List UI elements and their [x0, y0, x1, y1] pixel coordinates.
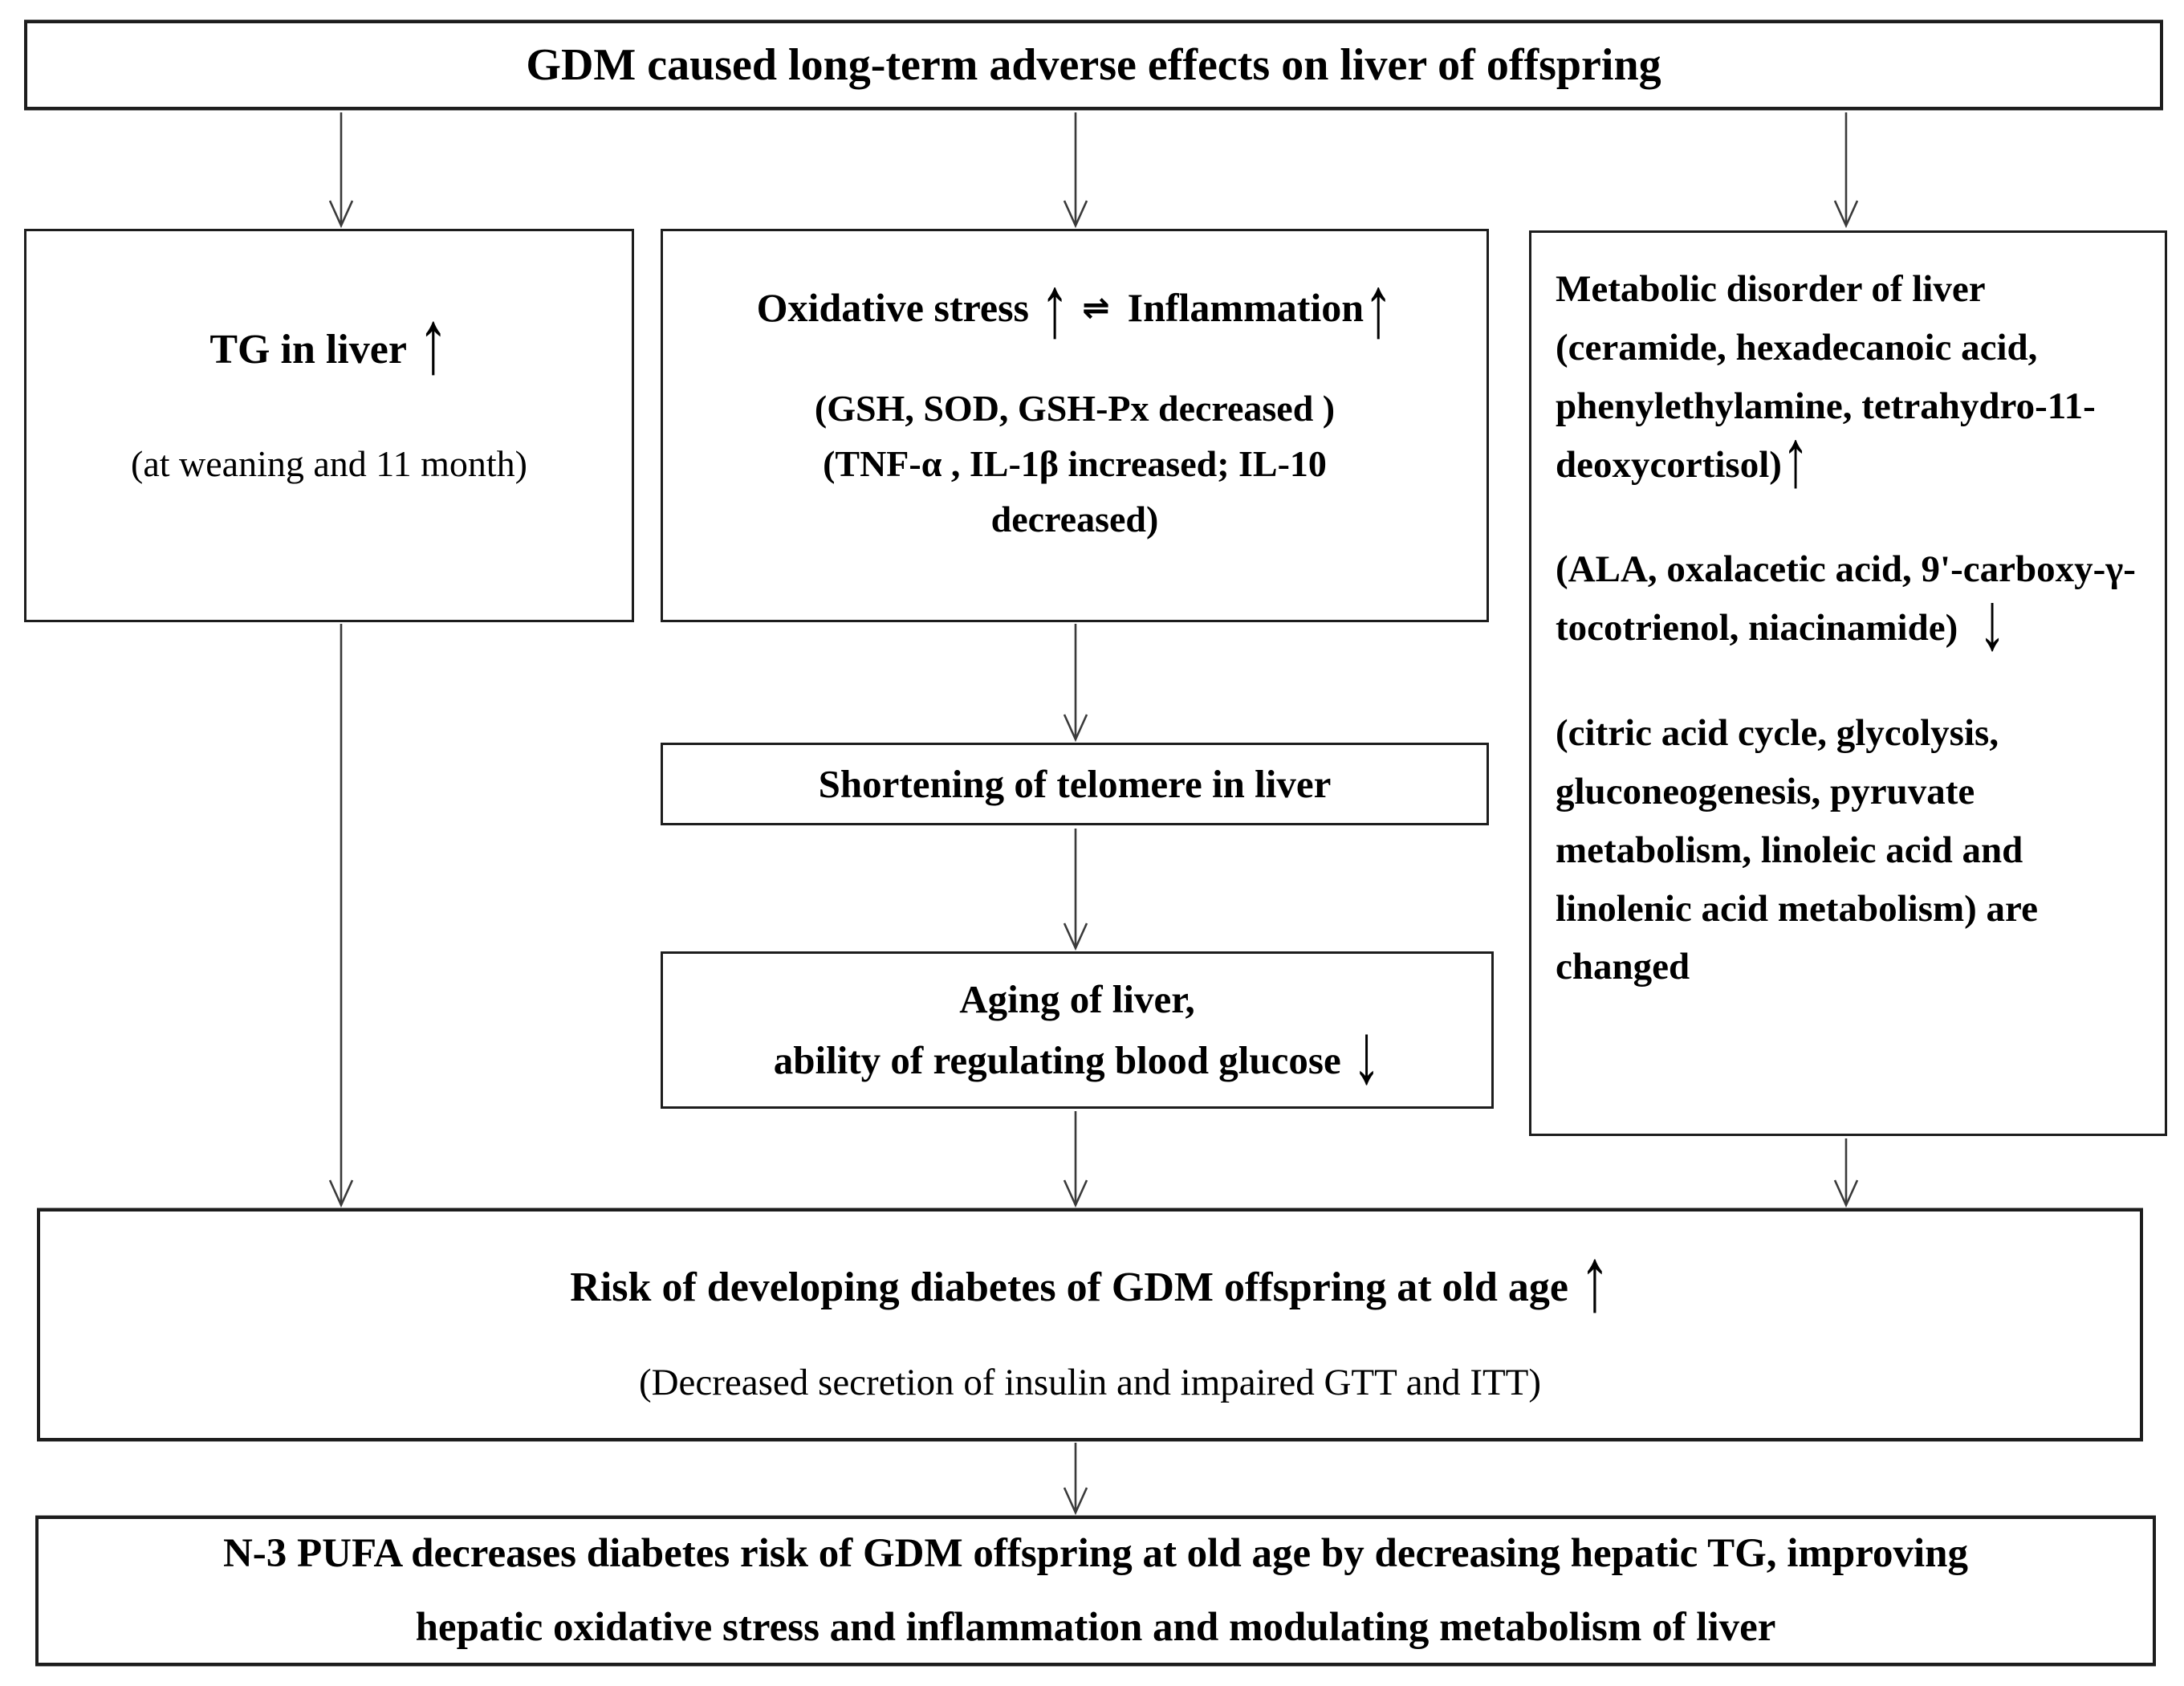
tg-liver-title-text: TG in liver [209, 327, 407, 373]
metabolic-title: Metabolic disorder of liver [1556, 268, 1986, 310]
tg-liver-title: TG in liver↑ [209, 293, 449, 393]
aging-line2-text: ability of regulating blood glucose [773, 1038, 1341, 1082]
diabetes-risk-box: Risk of developing diabetes of GDM offsp… [37, 1208, 2143, 1441]
cytokines-note: (TNF-α , IL-1β increased; IL-10 decrease… [823, 442, 1327, 540]
changed-pathways-text: (citric acid cycle, glycolysis, gluconeo… [1556, 712, 2038, 988]
inflammation-text: Inflammation [1127, 284, 1364, 330]
gdm-effects-box: GDM caused long-term adverse effects on … [24, 20, 2163, 110]
aging-line2-group: ability of regulating blood glucose↓ [773, 1008, 1381, 1102]
diabetes-risk-note: (Decreased secretion of insulin and impa… [638, 1361, 1542, 1403]
diabetes-risk-title-text: Risk of developing diabetes of GDM offsp… [570, 1264, 1568, 1310]
aging-liver-box: Aging of liver, ability of regulating bl… [661, 951, 1494, 1109]
arrow-tg-to-risk [328, 624, 354, 1208]
arrow-top-to-metabolic [1833, 112, 1859, 229]
metabolic-title-group: Metabolic disorder of liver (ceramide, h… [1556, 268, 2096, 504]
arrow-oxidative-to-telomere [1063, 624, 1088, 743]
gdm-effects-text: GDM caused long-term adverse effects on … [526, 40, 1661, 90]
arrow-top-to-oxidative [1063, 112, 1088, 229]
decreased-metabolites-group: (ALA, oxalacetic acid, 9'-carboxy-γ-toco… [1556, 548, 2136, 668]
decreased-metabolites-text: (ALA, oxalacetic acid, 9'-carboxy-γ-toco… [1556, 548, 2136, 650]
arrow-aging-to-risk [1063, 1111, 1088, 1208]
oxidative-inflammation-title: Oxidative stress↑⇌Inflammation↑ [756, 258, 1393, 356]
telomere-box: Shortening of telomere in liver [661, 743, 1489, 825]
metabolic-disorder-box: Metabolic disorder of liver (ceramide, h… [1529, 230, 2167, 1136]
increased-metabolites-text: (ceramide, hexadecanoic acid, phenylethy… [1556, 326, 2096, 486]
pufa-conclusion-text: N-3 PUFA decreases diabetes risk of GDM … [222, 1530, 1969, 1650]
diabetes-risk-title: Risk of developing diabetes of GDM offsp… [570, 1230, 1610, 1330]
arrow-top-to-tg [328, 112, 354, 229]
arrow-risk-to-conclusion [1063, 1443, 1088, 1516]
tg-liver-note: (at weaning and 11 month) [131, 443, 527, 484]
telomere-text: Shortening of telomere in liver [818, 762, 1332, 806]
arrow-metabolic-to-risk [1833, 1138, 1859, 1208]
tg-liver-box: TG in liver↑ (at weaning and 11 month) [24, 229, 634, 622]
antioxidants-note: (GSH, SOD, GSH-Px decreased ) [814, 387, 1336, 429]
arrow-telomere-to-aging [1063, 829, 1088, 951]
pufa-conclusion-box: N-3 PUFA decreases diabetes risk of GDM … [35, 1516, 2156, 1666]
oxidative-inflammation-box: Oxidative stress↑⇌Inflammation↑ (GSH, SO… [661, 229, 1489, 622]
oxidative-stress-text: Oxidative stress [756, 284, 1029, 330]
equilibrium-icon: ⇌ [1082, 287, 1110, 327]
aging-line1: Aging of liver, [959, 977, 1195, 1022]
